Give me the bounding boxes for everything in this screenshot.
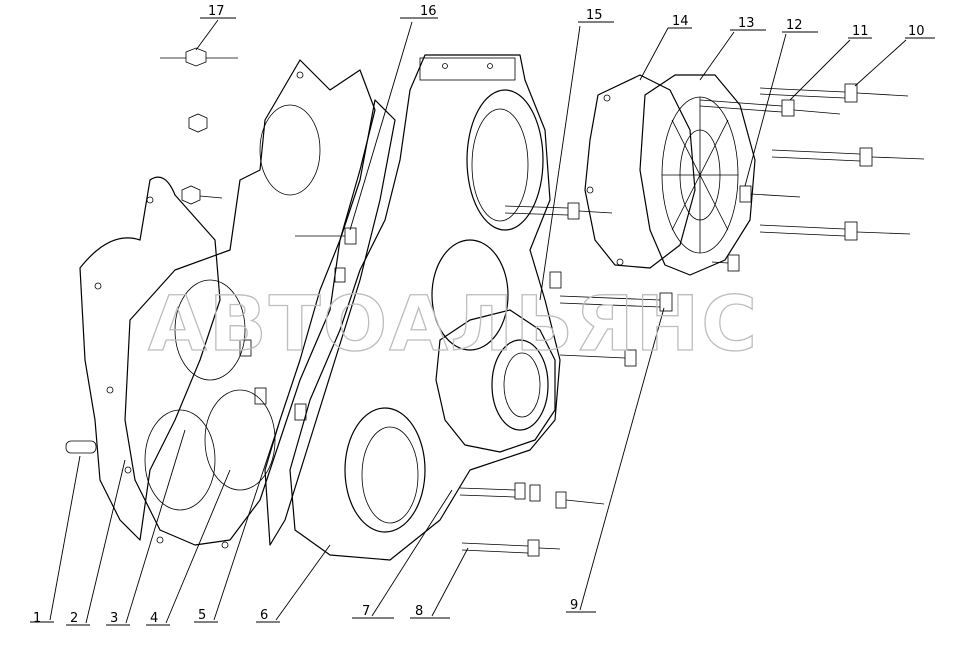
bearing-cover	[435, 309, 556, 453]
rear-cover	[639, 74, 756, 276]
callout-6: 6	[260, 608, 268, 623]
front-plate	[124, 59, 376, 549]
callout-5: 5	[198, 608, 206, 623]
callout-2: 2	[70, 611, 78, 626]
middle-gasket	[264, 99, 396, 546]
callout-17: 17	[208, 4, 225, 19]
watermark-text: АВТОАЛЬЯНС	[148, 279, 759, 368]
main-housing	[289, 54, 561, 561]
callout-8: 8	[415, 604, 423, 619]
callout-11: 11	[852, 24, 869, 39]
callout-13: 13	[738, 16, 755, 31]
callout-10: 10	[908, 24, 925, 39]
callout-12: 12	[786, 18, 803, 33]
leader-lines	[30, 17, 935, 626]
callout-15: 15	[586, 8, 603, 23]
callout-16: 16	[420, 4, 437, 19]
gasket-left	[79, 176, 221, 541]
callout-14: 14	[672, 14, 689, 29]
callout-9: 9	[570, 598, 578, 613]
bolts	[65, 83, 925, 557]
callout-4: 4	[150, 611, 158, 626]
callout-numbers: 1 2 3 4 5 6 7 8 9 10 11 12 13 14 15 16 1…	[33, 4, 925, 626]
callout-7: 7	[362, 604, 370, 619]
callout-1: 1	[33, 611, 41, 626]
callout-3: 3	[110, 611, 118, 626]
nuts	[160, 47, 238, 205]
rear-gasket	[584, 74, 696, 269]
